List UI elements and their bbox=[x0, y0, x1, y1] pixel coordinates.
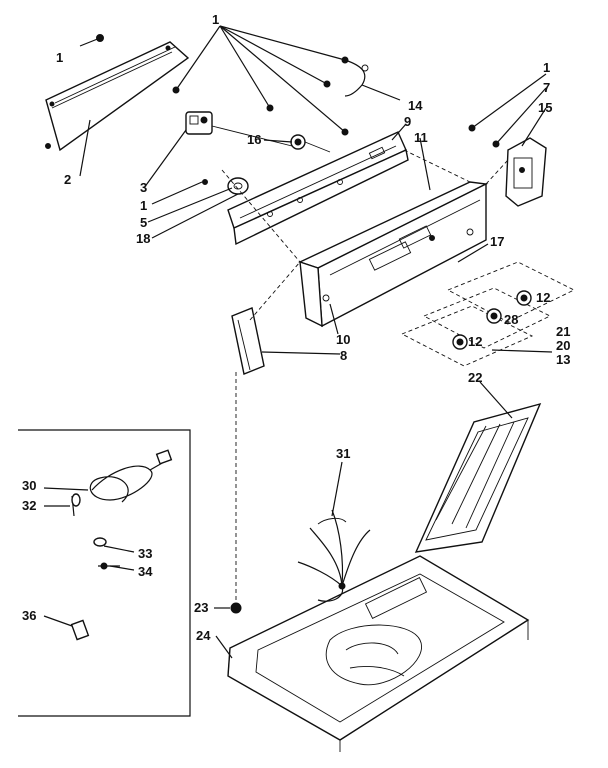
assembly-lines bbox=[221, 149, 509, 606]
callout-1: 1 bbox=[140, 198, 147, 213]
callout-30: 30 bbox=[22, 478, 36, 493]
wire-clip-part bbox=[344, 59, 369, 97]
callout-2: 2 bbox=[64, 172, 71, 187]
endcap-part bbox=[505, 137, 547, 207]
strain-relief-part bbox=[71, 493, 81, 517]
grommet-part bbox=[230, 602, 242, 614]
callout-15: 15 bbox=[538, 100, 552, 115]
callout-22: 22 bbox=[468, 370, 482, 385]
rear-panel-part bbox=[45, 41, 190, 152]
callout-32: 32 bbox=[22, 498, 36, 513]
power-cord-part bbox=[89, 449, 173, 503]
callout-1: 1 bbox=[56, 50, 63, 65]
callout-33: 33 bbox=[138, 546, 152, 561]
knob-part bbox=[227, 177, 249, 195]
callout-12: 12 bbox=[468, 334, 482, 349]
callout-8: 8 bbox=[340, 348, 347, 363]
end-panel-part bbox=[231, 307, 265, 375]
callout-23: 23 bbox=[194, 600, 208, 615]
base-top-part bbox=[227, 555, 530, 752]
callout-labels: 1 1 1 7 15 14 9 11 16 2 3 1 5 18 17 12 2… bbox=[22, 12, 570, 643]
wire-harness-part bbox=[297, 509, 371, 602]
control-bracket-part bbox=[227, 131, 409, 246]
top-grill-part bbox=[414, 402, 542, 553]
callout-1: 1 bbox=[212, 12, 219, 27]
callout-11: 11 bbox=[414, 130, 428, 145]
callout-28: 28 bbox=[504, 312, 518, 327]
callout-36: 36 bbox=[22, 608, 36, 623]
callout-24: 24 bbox=[196, 628, 211, 643]
callout-31: 31 bbox=[336, 446, 350, 461]
callout-7: 7 bbox=[543, 80, 550, 95]
callout-21: 21 bbox=[556, 324, 570, 339]
connector-part bbox=[70, 619, 90, 641]
callout-12: 12 bbox=[536, 290, 550, 305]
callout-14: 14 bbox=[408, 98, 423, 113]
callout-17: 17 bbox=[490, 234, 504, 249]
callout-18: 18 bbox=[136, 231, 150, 246]
cord-clamp-part bbox=[93, 537, 120, 570]
switch-part bbox=[185, 111, 301, 149]
callout-20: 20 bbox=[556, 338, 570, 353]
leader-lines bbox=[43, 25, 553, 659]
knob-group bbox=[400, 261, 576, 367]
callout-1: 1 bbox=[543, 60, 550, 75]
callout-5: 5 bbox=[140, 215, 147, 230]
sensor-part bbox=[290, 134, 331, 153]
callout-10: 10 bbox=[336, 332, 350, 347]
callout-3: 3 bbox=[140, 180, 147, 195]
callout-9: 9 bbox=[404, 114, 411, 129]
power-cord-inset bbox=[18, 429, 191, 717]
callout-16: 16 bbox=[247, 132, 261, 147]
console-part bbox=[298, 181, 489, 328]
screw-part bbox=[79, 34, 104, 47]
callout-13: 13 bbox=[556, 352, 570, 367]
callout-34: 34 bbox=[138, 564, 153, 579]
